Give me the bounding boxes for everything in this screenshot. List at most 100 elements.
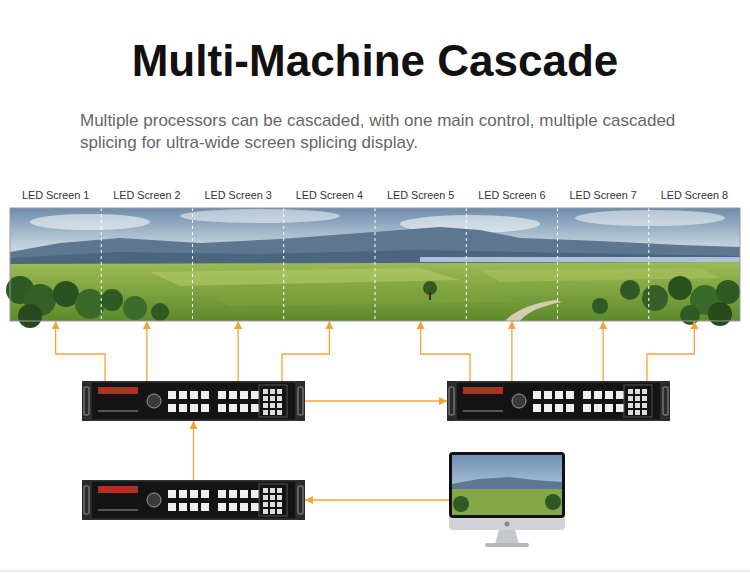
arrow-head (190, 421, 198, 429)
connector-arrow (305, 496, 449, 504)
connector-line (421, 321, 470, 381)
connector-line (305, 499, 449, 500)
processor-device (240, 404, 248, 412)
processor-device (263, 509, 268, 514)
arrow-head (690, 321, 698, 329)
processor-device (555, 404, 563, 412)
arrow-head (599, 321, 607, 329)
processor-device (201, 391, 209, 399)
led-screen: LED Screen 4 (284, 186, 375, 321)
connector-line (146, 321, 147, 381)
video-processor (447, 381, 670, 421)
processor-device (229, 490, 237, 498)
processor-device (594, 391, 602, 399)
caption-text: Multiple processors can be cascaded, wit… (80, 110, 730, 154)
connector-arrow (234, 321, 242, 381)
processor-device (456, 382, 661, 420)
connector-line (56, 321, 105, 381)
processor-device (229, 503, 237, 511)
computer-monitor (452, 477, 562, 490)
connector-arrow (305, 397, 447, 405)
processor-device (635, 410, 640, 415)
led-screen: LED Screen 7 (558, 186, 649, 321)
processor-device (298, 387, 303, 415)
processor-device (190, 503, 198, 511)
processor-device (168, 503, 176, 511)
processor-device (628, 389, 633, 394)
processor-device (201, 404, 209, 412)
trees (429, 292, 431, 300)
processor-device (566, 391, 574, 399)
processor-device (270, 495, 275, 500)
sky (575, 210, 725, 226)
processor-device (642, 403, 647, 408)
processor-device (147, 493, 161, 507)
processor-device (98, 486, 138, 493)
arrow-head (417, 321, 425, 329)
processor-device (190, 404, 198, 412)
connector-arrow (143, 321, 151, 381)
arrow-head (325, 321, 333, 329)
screen-dividers (283, 208, 284, 321)
processor-device (218, 490, 226, 498)
arrow-head (305, 496, 313, 504)
processor-device (544, 391, 552, 399)
processor-device (616, 391, 624, 399)
processor-device (270, 488, 275, 493)
processor-device (229, 391, 237, 399)
processor-device (605, 391, 613, 399)
processor-device (179, 490, 187, 498)
processor-device (251, 404, 259, 412)
processor-device (663, 387, 668, 415)
processor-device (594, 404, 602, 412)
processor-device (251, 490, 259, 498)
trees (716, 280, 740, 304)
processor-device (277, 410, 282, 415)
arrow-head (143, 321, 151, 329)
led-screen: LED Screen 2 (101, 186, 192, 321)
processor-device (84, 486, 89, 514)
processor-device (642, 396, 647, 401)
processor-device (147, 394, 161, 408)
processor-device (259, 385, 287, 417)
processor-device (628, 403, 633, 408)
processor-device (463, 410, 503, 412)
processor-device (218, 391, 226, 399)
computer-monitor (505, 522, 510, 527)
screen-label: LED Screen 6 (466, 186, 557, 204)
computer-monitor (449, 452, 565, 530)
connector-arrow (647, 321, 698, 381)
processor-device (605, 404, 613, 412)
connector-line (193, 421, 194, 480)
connector-line (282, 321, 329, 381)
connector-line (305, 400, 447, 401)
processor-device (240, 503, 248, 511)
screen-dividers (557, 208, 558, 321)
processor-device (263, 396, 268, 401)
processor-device (201, 503, 209, 511)
led-screen: LED Screen 8 (649, 186, 740, 321)
processor-device (82, 480, 305, 520)
processor-device (566, 404, 574, 412)
processor-device (240, 490, 248, 498)
trees (18, 304, 42, 328)
trees (642, 285, 668, 311)
processor-device (628, 410, 633, 415)
computer-monitor (545, 494, 561, 510)
trees (708, 302, 732, 326)
processor-device (270, 403, 275, 408)
processor-device (218, 503, 226, 511)
screen-label: LED Screen 4 (284, 186, 375, 204)
trees (668, 276, 692, 300)
connector-arrow (417, 321, 470, 381)
processor-device (259, 484, 287, 516)
computer-monitor (495, 530, 519, 544)
trees (592, 298, 608, 314)
sky (180, 209, 340, 223)
connector-arrow (508, 321, 516, 381)
screen-label: LED Screen 7 (558, 186, 649, 204)
screen-label: LED Screen 2 (101, 186, 192, 204)
processor-device (179, 391, 187, 399)
processor-device (82, 381, 305, 421)
screen-dividers (375, 208, 376, 321)
